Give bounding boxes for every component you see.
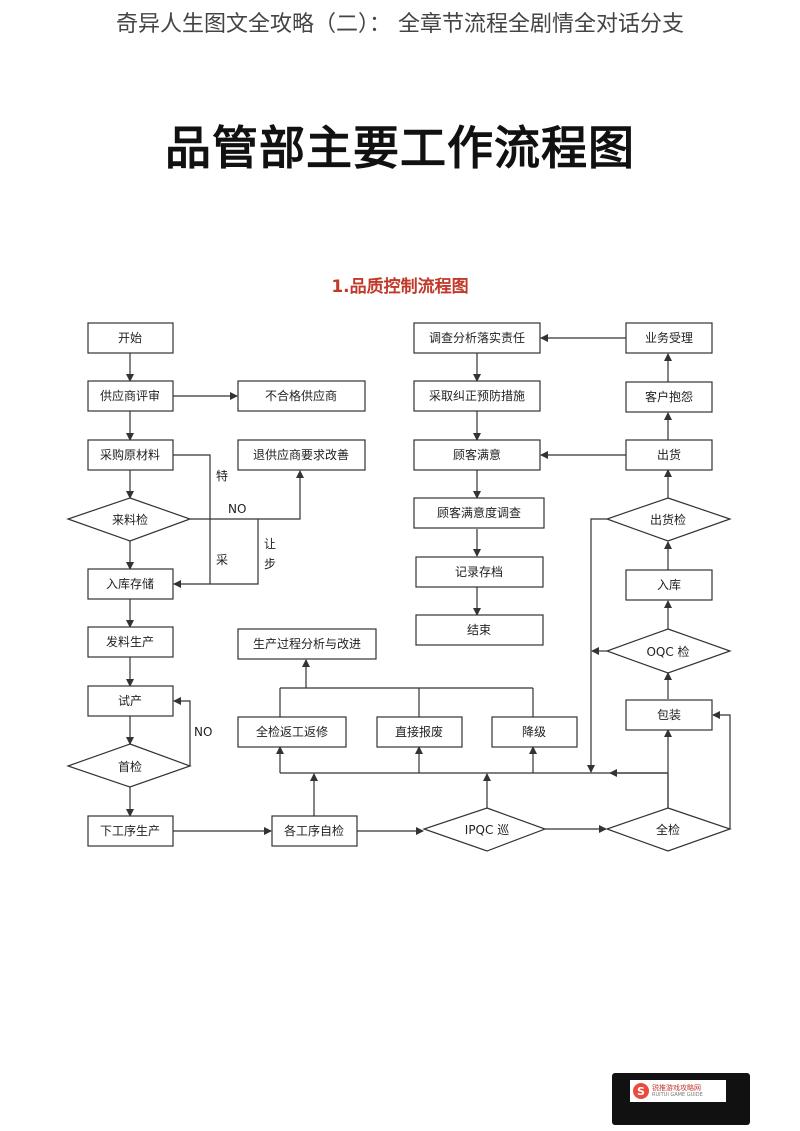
node-record-archive: 记录存档 <box>415 556 544 588</box>
watermark-sub: RUITUI GAME GUIDE <box>652 1092 703 1098</box>
watermark: S 锐推游戏攻略网 RUITUI GAME GUIDE <box>612 1073 750 1125</box>
node-return-supplier: 退供应商要求改善 <box>237 439 366 471</box>
svg-text:OQC 检: OQC 检 <box>646 644 689 659</box>
svg-text:入库存储: 入库存储 <box>106 576 154 591</box>
svg-text:降级: 降级 <box>522 725 546 739</box>
node-full-inspection: 全检 <box>605 807 732 852</box>
svg-text:直接报废: 直接报废 <box>395 724 443 739</box>
svg-text:首检: 首检 <box>118 759 142 774</box>
svg-text:全检返工返修: 全检返工返修 <box>256 724 328 739</box>
svg-text:各工序自检: 各工序自检 <box>284 823 344 838</box>
site-logo-icon: S <box>633 1083 649 1099</box>
edge-label-concession-2: 步 <box>264 557 276 571</box>
node-corrective-action: 采取纠正预防措施 <box>413 380 541 412</box>
section-title: 1.品质控制流程图 <box>331 277 469 297</box>
node-stock-in: 入库 <box>625 569 713 601</box>
node-packaging: 包装 <box>625 699 713 731</box>
svg-text:结束: 结束 <box>467 623 491 637</box>
node-supplier-review: 供应商评审 <box>87 380 174 412</box>
page-header: 奇异人生图文全攻略（二）： 全章节流程全剧情全对话分支 <box>116 12 684 37</box>
node-end: 结束 <box>415 614 544 646</box>
svg-text:调查分析落实责任: 调查分析落实责任 <box>429 330 525 345</box>
node-trial-production: 试产 <box>87 685 174 717</box>
node-oqc: OQC 检 <box>605 628 732 674</box>
svg-text:发料生产: 发料生产 <box>106 634 154 649</box>
watermark-badge: S 锐推游戏攻略网 RUITUI GAME GUIDE <box>630 1080 726 1102</box>
svg-text:试产: 试产 <box>118 693 142 708</box>
node-purchase-material: 采购原材料 <box>87 439 174 471</box>
node-incoming-inspection: 来料检 <box>66 497 192 542</box>
node-next-process: 下工序生产 <box>87 815 174 847</box>
svg-text:出货: 出货 <box>657 447 681 462</box>
node-rework: 全检返工返修 <box>237 716 347 748</box>
svg-text:采取纠正预防措施: 采取纠正预防措施 <box>429 388 525 403</box>
svg-text:全检: 全检 <box>656 822 680 837</box>
edge-label-special-1: 特 <box>216 468 228 483</box>
svg-text:退供应商要求改善: 退供应商要求改善 <box>253 447 349 462</box>
svg-text:开始: 开始 <box>118 331 142 345</box>
node-scrap: 直接报废 <box>376 716 463 748</box>
svg-text:记录存档: 记录存档 <box>455 565 503 579</box>
node-customer-complaint: 客户抱怨 <box>625 381 713 413</box>
node-shipping-inspection: 出货检 <box>605 497 732 542</box>
svg-text:来料检: 来料检 <box>112 512 148 527</box>
edge-label-no-first: NO <box>194 725 212 739</box>
svg-text:不合格供应商: 不合格供应商 <box>265 388 337 403</box>
svg-text:顾客满意: 顾客满意 <box>453 447 501 462</box>
svg-text:IPQC 巡: IPQC 巡 <box>465 823 509 837</box>
svg-text:包装: 包装 <box>657 708 681 722</box>
svg-text:采购原材料: 采购原材料 <box>100 447 160 462</box>
node-investigate: 调查分析落实责任 <box>413 322 541 354</box>
edge-label-concession-1: 让 <box>264 537 276 551</box>
edge-label-no-incoming: NO <box>228 502 246 516</box>
node-self-inspection: 各工序自检 <box>271 815 358 847</box>
svg-text:业务受理: 业务受理 <box>645 330 693 345</box>
node-start: 开始 <box>87 322 174 354</box>
node-business-accept: 业务受理 <box>625 322 713 354</box>
svg-text:供应商评审: 供应商评审 <box>100 388 160 403</box>
watermark-name: 锐推游戏攻略网 <box>652 1084 701 1092</box>
edge-label-special-2: 采 <box>216 553 228 567</box>
svg-text:入库: 入库 <box>657 577 681 592</box>
node-unqualified-supplier: 不合格供应商 <box>237 380 366 412</box>
svg-text:下工序生产: 下工序生产 <box>100 823 160 838</box>
node-issue-production: 发料生产 <box>87 626 174 658</box>
svg-text:顾客满意度调查: 顾客满意度调查 <box>437 505 521 520</box>
node-downgrade: 降级 <box>491 716 578 748</box>
node-first-inspection: 首检 <box>66 743 192 788</box>
document-title: 品管部主要工作流程图 <box>165 121 635 175</box>
node-customer-satisfied: 顾客满意 <box>413 439 541 471</box>
node-satisfaction-survey: 顾客满意度调查 <box>413 497 545 529</box>
svg-text:生产过程分析与改进: 生产过程分析与改进 <box>253 636 361 651</box>
node-warehouse-storage: 入库存储 <box>87 568 174 600</box>
node-process-analysis: 生产过程分析与改进 <box>237 628 377 660</box>
svg-text:客户抱怨: 客户抱怨 <box>645 389 693 404</box>
node-ipqc: IPQC 巡 <box>422 807 547 852</box>
svg-text:出货检: 出货检 <box>650 512 686 527</box>
node-shipment: 出货 <box>625 439 713 471</box>
connectors <box>126 334 731 835</box>
